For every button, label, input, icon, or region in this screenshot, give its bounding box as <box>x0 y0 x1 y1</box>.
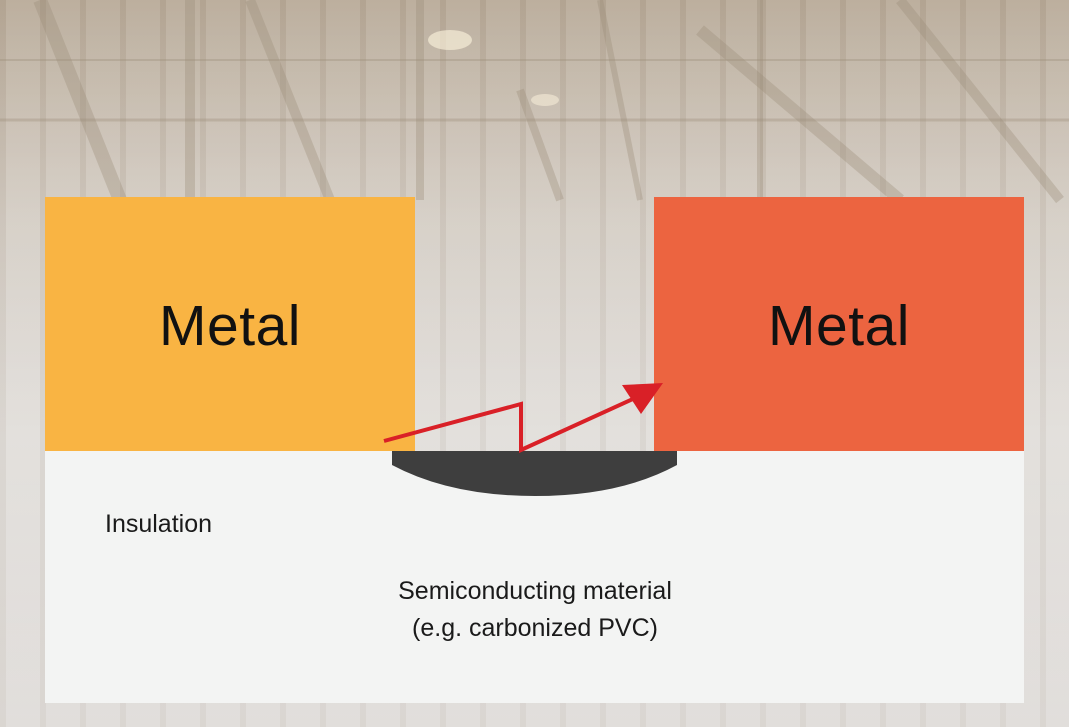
semiconducting-label-line2: (e.g. carbonized PVC) <box>412 614 658 642</box>
metal-block-left: Metal <box>45 197 415 451</box>
tracking-path <box>383 391 647 454</box>
metal-label-left: Metal <box>159 294 301 358</box>
semiconducting-label-line1: Semiconducting material <box>398 577 672 605</box>
metal-block-right: Metal <box>654 197 1024 451</box>
insulation-label: Insulation <box>105 510 213 538</box>
semiconducting-label: Semiconducting material (e.g. carbonized… <box>340 573 730 647</box>
metal-label-right: Metal <box>768 294 910 358</box>
carbon-deposit <box>392 451 677 496</box>
tracking-arrowhead <box>622 383 663 414</box>
